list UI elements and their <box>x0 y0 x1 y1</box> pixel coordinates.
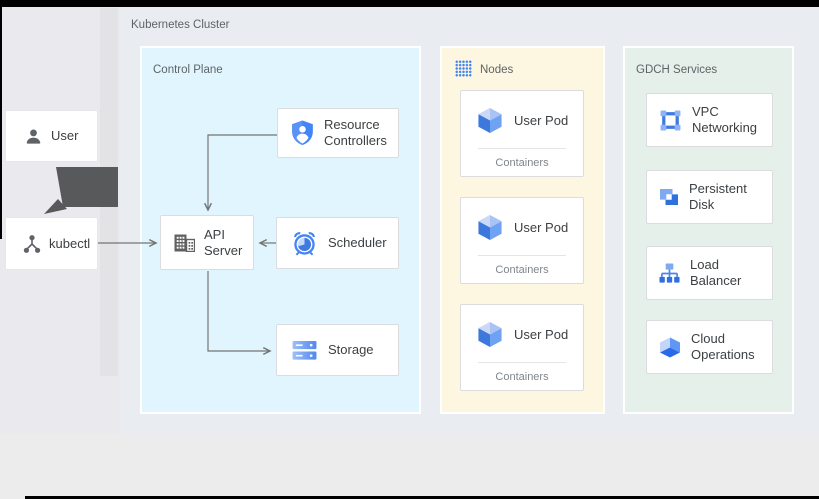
vpc-networking-card: VPC Networking <box>646 93 773 147</box>
persistent-disk-card: Persistent Disk <box>646 170 773 224</box>
user-pod-label: User Pod <box>514 326 569 342</box>
user-pod-card: User Pod Containers <box>460 197 584 284</box>
pod-divider <box>478 148 566 149</box>
top-black-bar <box>0 0 819 7</box>
api-server-label: API Server <box>204 226 243 258</box>
pod-divider <box>478 255 566 256</box>
load-balancer-card: Load Balancer <box>646 246 773 300</box>
scheduler-label: Scheduler <box>328 235 387 251</box>
pod-cube-icon <box>478 214 502 240</box>
persistent-disk-icon <box>660 189 678 205</box>
user-pod-label: User Pod <box>514 112 569 128</box>
building-icon <box>174 234 195 252</box>
storage-label: Storage <box>328 342 374 358</box>
control-plane-label: Control Plane <box>153 64 223 76</box>
resource-controllers-label: Resource Controllers <box>324 117 387 148</box>
containers-label: Containers <box>495 264 549 276</box>
resource-controllers-card: Resource Controllers <box>277 108 399 158</box>
kubectl-label: kubectl <box>49 235 91 251</box>
gdch-services-label: GDCH Services <box>636 64 718 76</box>
cloud-operations-icon <box>660 337 680 357</box>
cloud-operations-card: Cloud Operations <box>646 320 773 374</box>
scheduler-card: Scheduler <box>276 217 399 269</box>
pod-cube-icon <box>478 321 502 347</box>
containers-label: Containers <box>495 157 549 169</box>
cloud-operations-label: Cloud Operations <box>691 331 755 362</box>
dot-grid-icon <box>455 60 472 77</box>
gutter-strip <box>100 8 118 376</box>
pod-divider <box>478 362 566 363</box>
storage-card: Storage <box>276 324 399 376</box>
alarm-clock-icon <box>294 231 315 256</box>
shield-person-icon <box>292 120 313 145</box>
load-balancer-label: Load Balancer <box>690 257 742 288</box>
user-pod-label: User Pod <box>514 219 569 235</box>
kubectl-card: kubectl <box>5 217 98 270</box>
kubectl-icon <box>23 234 41 253</box>
user-pod-card: User Pod Containers <box>460 90 584 177</box>
vpc-networking-label: VPC Networking <box>692 104 758 135</box>
nodes-label: Nodes <box>480 64 514 76</box>
pod-cube-icon <box>478 107 502 133</box>
load-balancer-icon <box>659 262 680 283</box>
cluster-label: Kubernetes Cluster <box>131 19 230 31</box>
api-server-card: API Server <box>160 215 254 270</box>
persistent-disk-label: Persistent Disk <box>689 181 747 212</box>
containers-label: Containers <box>495 371 549 383</box>
storage-disks-icon <box>292 340 317 360</box>
bottom-black-bar <box>25 496 819 499</box>
user-label: User <box>51 128 79 144</box>
vpc-icon <box>660 110 681 130</box>
user-card: User <box>5 110 98 162</box>
left-black-bar <box>0 7 2 239</box>
user-icon <box>26 129 41 144</box>
user-pod-card: User Pod Containers <box>460 304 584 391</box>
